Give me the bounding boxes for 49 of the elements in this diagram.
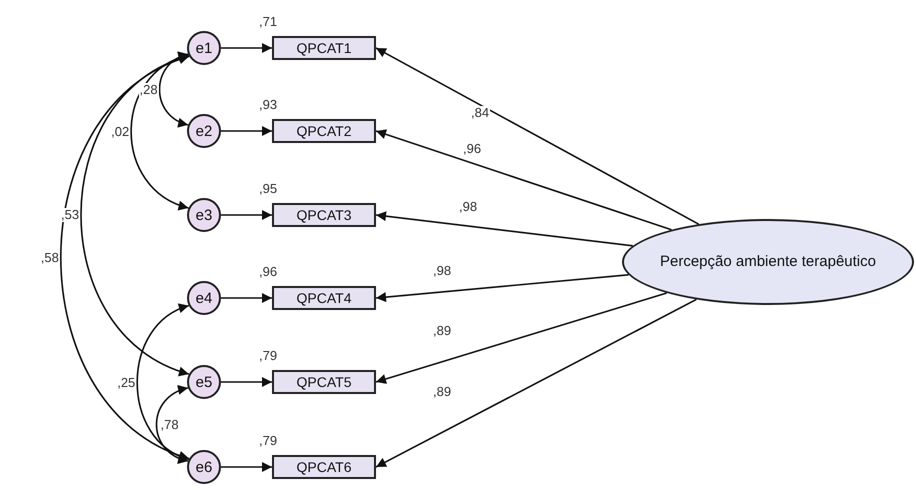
arrow (376, 211, 633, 247)
arrow (376, 47, 700, 225)
edge-label: ,78 (160, 418, 180, 432)
value-label: ,96 (258, 265, 278, 279)
arrow (376, 274, 629, 302)
edge-label: ,28 (138, 82, 159, 96)
arrow (221, 43, 272, 53)
double-headed-arrow (156, 386, 188, 463)
arrow (221, 462, 272, 472)
value-label: ,79 (258, 349, 278, 363)
double-headed-arrow (80, 55, 190, 375)
edge-label: ,58 (40, 250, 60, 264)
arrow (221, 293, 272, 303)
variable-box: QPCAT3 (272, 203, 376, 227)
edge-label: ,25 (116, 376, 136, 390)
error-circle: e2 (187, 114, 221, 148)
arrow (376, 292, 667, 384)
arrow (221, 377, 272, 387)
double-headed-arrow (136, 304, 190, 460)
double-headed-arrow (60, 56, 190, 460)
arrow (221, 210, 272, 220)
variable-box: QPCAT6 (272, 455, 376, 479)
edge-label: ,89 (432, 324, 452, 338)
error-circle: e4 (187, 281, 221, 315)
variable-box: QPCAT2 (272, 119, 376, 143)
double-headed-arrow (158, 52, 188, 126)
edge-label: ,98 (432, 264, 452, 278)
edge-label: ,84 (470, 106, 490, 120)
arrow (221, 126, 272, 136)
error-circle: e5 (187, 365, 221, 399)
arrow (376, 298, 697, 468)
double-headed-arrow (130, 54, 189, 210)
edge-label: ,98 (458, 200, 478, 214)
value-label: ,79 (258, 434, 278, 448)
error-circle: e3 (187, 198, 221, 232)
arrow (376, 129, 672, 230)
error-circle: e6 (187, 450, 221, 484)
value-label: ,95 (258, 182, 278, 196)
value-label: ,71 (258, 15, 278, 29)
value-label: ,93 (258, 98, 278, 112)
variable-box: QPCAT1 (272, 36, 376, 60)
edge-label: ,02 (110, 124, 130, 138)
variable-box: QPCAT4 (272, 286, 376, 310)
latent-ellipse: Percepção ambiente terapêutico (622, 219, 914, 305)
variable-box: QPCAT5 (272, 370, 376, 394)
error-circle: e1 (187, 31, 221, 65)
edge-label: ,53 (60, 208, 80, 222)
edge-label: ,89 (432, 385, 452, 399)
edge-label: ,96 (462, 142, 482, 156)
